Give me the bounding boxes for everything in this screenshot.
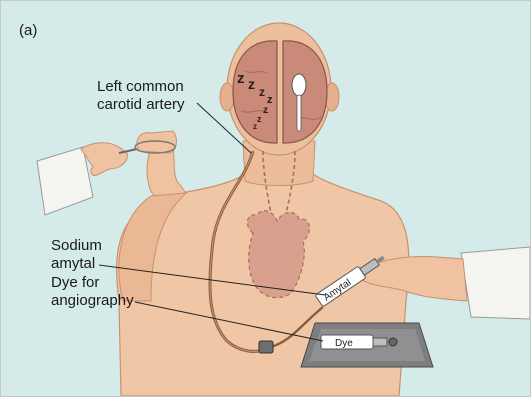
doctor-right-sleeve (461, 247, 530, 319)
sleep-z-icon: z (237, 70, 245, 87)
patient-left-arm (147, 146, 186, 198)
spoon-icon (292, 74, 306, 96)
carotid-label-line1: Left common (97, 78, 184, 95)
sodium-label-line1: Sodium (51, 237, 102, 254)
sleep-z-icon: z (257, 114, 262, 124)
dye-label-line1: Dye for (51, 274, 99, 291)
catheter-valve (259, 341, 273, 353)
patient-left-ear (220, 83, 234, 111)
sleep-z-icon: z (248, 76, 255, 92)
doctor-left-sleeve (37, 147, 93, 215)
sleep-z-icon: z (259, 85, 265, 99)
sleep-z-icon: z (253, 122, 257, 131)
carotid-label-line2: carotid artery (97, 96, 185, 113)
dye-label-line2: angiography (51, 292, 134, 309)
dye-syringe-label: Dye (335, 338, 353, 349)
panel-label: (a) (19, 22, 37, 39)
sodium-label-line2: amytal (51, 255, 95, 272)
sleep-z-icon: z (263, 105, 268, 116)
spoon-handle (297, 95, 301, 131)
